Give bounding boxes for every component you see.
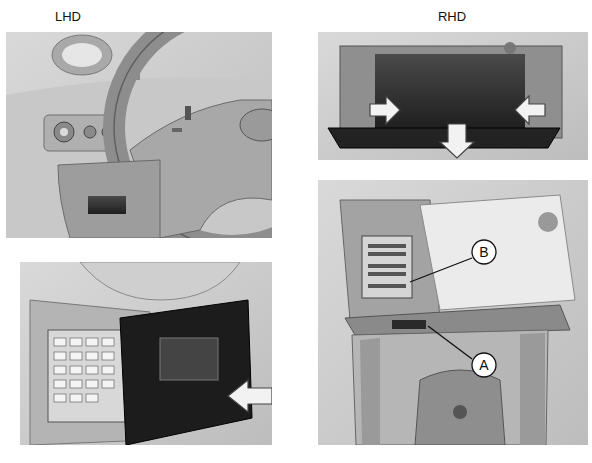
illustration-part bbox=[60, 128, 68, 136]
illustration-part bbox=[368, 252, 406, 256]
illustration-part bbox=[52, 35, 112, 75]
illustration-part bbox=[520, 333, 545, 445]
illustration-part bbox=[504, 42, 516, 54]
rhd-glovebox-view bbox=[318, 32, 588, 160]
illustration-part bbox=[102, 352, 114, 360]
illustration-part bbox=[54, 122, 74, 142]
illustration-part bbox=[70, 352, 82, 360]
illustration-part bbox=[228, 380, 272, 412]
illustration-part bbox=[428, 326, 472, 359]
panel-title: RHD bbox=[438, 10, 466, 23]
illustration-part bbox=[70, 338, 82, 346]
illustration-part bbox=[538, 212, 558, 232]
illustration-part bbox=[86, 394, 98, 402]
illustration-part bbox=[20, 262, 272, 445]
illustration-part bbox=[86, 380, 98, 388]
illustration-part bbox=[172, 128, 182, 132]
illustration-part bbox=[160, 338, 218, 380]
illustration-part bbox=[368, 284, 406, 288]
illustration-part bbox=[6, 77, 272, 238]
illustration-part bbox=[472, 353, 496, 377]
illustration-part bbox=[360, 338, 380, 445]
illustration-part bbox=[54, 338, 114, 402]
illustration-part bbox=[515, 96, 545, 124]
illustration-part bbox=[70, 380, 82, 388]
callout-markers bbox=[410, 240, 496, 377]
illustration-part bbox=[472, 240, 496, 264]
illustration-part bbox=[410, 258, 472, 282]
illustration-part bbox=[62, 43, 102, 67]
illustration-part bbox=[453, 405, 467, 419]
illustration-part bbox=[368, 244, 406, 248]
illustration-part bbox=[352, 330, 548, 445]
illustration-part bbox=[88, 196, 126, 214]
illustration-part bbox=[368, 244, 406, 288]
illustration-part bbox=[318, 180, 588, 445]
illustration-part bbox=[120, 300, 252, 445]
illustration-part bbox=[420, 195, 575, 310]
illustration-part bbox=[54, 338, 66, 346]
illustration-part bbox=[362, 236, 412, 298]
illustration-part bbox=[102, 338, 114, 346]
illustration-part bbox=[370, 96, 400, 124]
callout-letter: A bbox=[479, 358, 488, 372]
rhd-fusebox-view bbox=[318, 180, 588, 445]
callout-letter: B bbox=[479, 245, 488, 259]
illustration-part bbox=[86, 366, 98, 374]
illustration-part bbox=[375, 54, 525, 130]
illustration-part bbox=[54, 394, 66, 402]
panel-title: LHD bbox=[55, 10, 81, 23]
illustration-part bbox=[240, 109, 272, 141]
illustration-part bbox=[70, 366, 82, 374]
illustration-part bbox=[185, 106, 191, 120]
illustration-part bbox=[54, 352, 66, 360]
illustration-part bbox=[58, 160, 160, 238]
illustration-part bbox=[86, 338, 98, 346]
illustration-part bbox=[368, 264, 406, 268]
illustration-part bbox=[102, 380, 114, 388]
illustration-part bbox=[392, 320, 426, 329]
lhd-dashboard-view bbox=[6, 32, 272, 238]
illustration-part bbox=[84, 126, 96, 138]
illustration-part bbox=[368, 272, 406, 276]
illustration-part bbox=[54, 380, 66, 388]
illustration-part bbox=[86, 352, 98, 360]
illustration-part bbox=[415, 370, 505, 445]
illustration-part bbox=[102, 366, 114, 374]
illustration-part bbox=[318, 32, 588, 160]
illustration-part bbox=[54, 366, 66, 374]
lhd-fusebox-view bbox=[20, 262, 272, 445]
illustration-part bbox=[440, 124, 474, 158]
illustration-part bbox=[80, 262, 240, 300]
illustration-part bbox=[70, 394, 82, 402]
